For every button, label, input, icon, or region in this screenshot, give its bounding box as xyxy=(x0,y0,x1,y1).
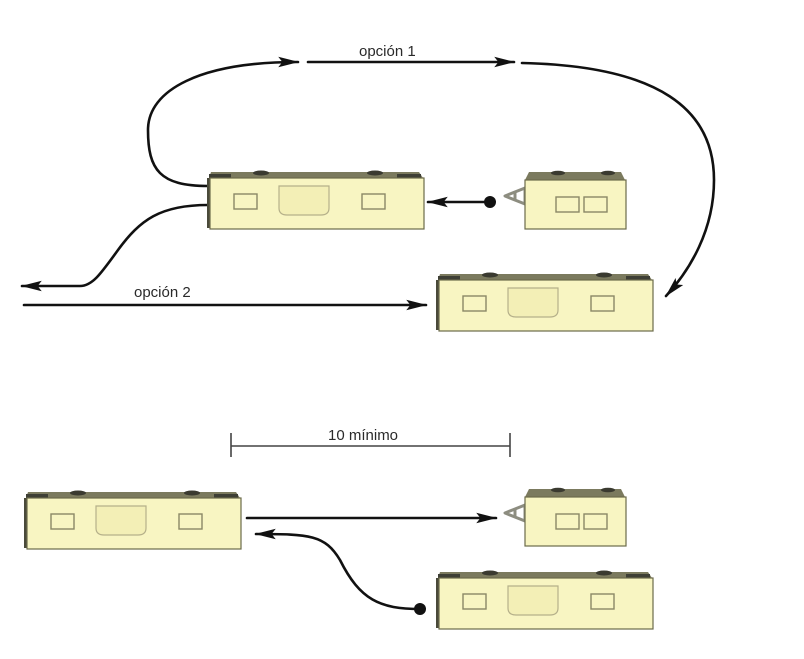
short-unit-bottom xyxy=(503,486,628,548)
right-car-bottom xyxy=(435,569,654,630)
coupling-point-dot-bottom xyxy=(414,603,426,615)
min-distance-label: 10 mínimo xyxy=(328,427,398,444)
option2-label: opción 2 xyxy=(134,284,191,301)
destination-car-top xyxy=(435,271,654,332)
return-curve-arrow xyxy=(254,528,422,611)
option1-label: opción 1 xyxy=(359,43,416,60)
left-car-bottom xyxy=(23,489,242,550)
option1-return-curve xyxy=(520,61,716,298)
option2-exit-curve xyxy=(20,203,210,292)
central-car-top xyxy=(206,169,425,230)
short-unit-top xyxy=(503,169,628,231)
coupling-point-dot xyxy=(484,196,496,208)
option1-loop-start xyxy=(146,56,300,188)
min-distance-dimension xyxy=(230,433,511,457)
